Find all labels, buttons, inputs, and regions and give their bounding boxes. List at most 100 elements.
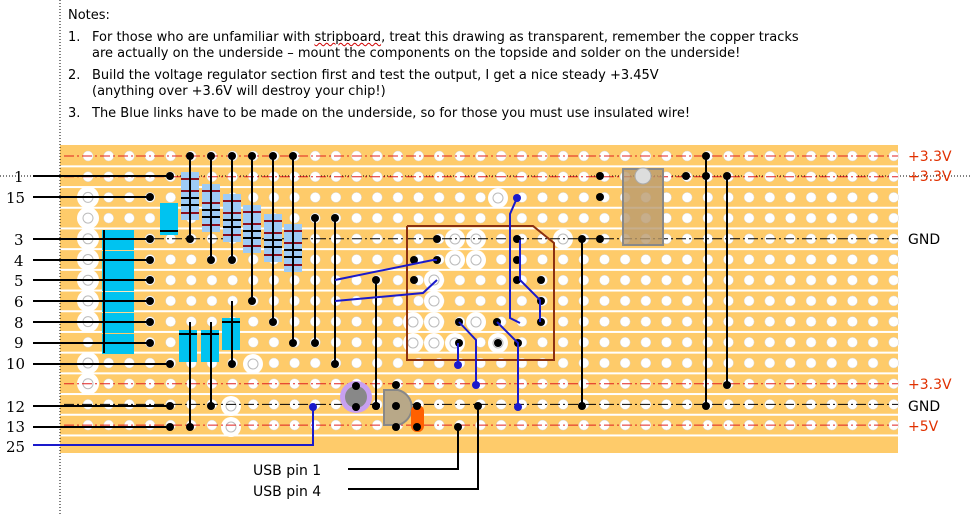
solder-joint: [146, 256, 154, 264]
underside-link: [334, 259, 437, 281]
note-text-segment: , treat this drawing as transparent, rem…: [381, 30, 799, 45]
hole: [371, 192, 383, 203]
hole: [289, 212, 300, 224]
hole: [392, 337, 404, 348]
hole: [619, 337, 631, 348]
labels: 1 15 3 4 5 6 8 9 10 12 13 25 +3.3V +3.3V…: [6, 149, 952, 500]
strip-gap: [60, 248, 898, 251]
hole: [743, 192, 755, 203]
hole: [847, 337, 858, 348]
hole: [702, 316, 714, 327]
hole: [124, 212, 135, 224]
hole: [867, 316, 879, 327]
hole: [805, 212, 817, 224]
hole: [681, 316, 693, 327]
hole: [785, 357, 796, 369]
solder-joint: [372, 276, 380, 284]
solder-joint: [146, 276, 154, 284]
hole: [289, 357, 300, 369]
rail-label: +5V: [908, 419, 939, 435]
pad: [488, 188, 508, 208]
solder-joint: [146, 297, 154, 305]
solder-joint: [596, 235, 604, 243]
usb-wire: [348, 406, 479, 490]
solder-joint: [269, 318, 277, 326]
hole: [888, 295, 899, 307]
pad: [221, 396, 241, 416]
hole: [557, 337, 569, 348]
solder-joint: [146, 339, 154, 347]
hole: [413, 192, 424, 203]
solder-joint: [413, 402, 421, 410]
hole: [826, 212, 838, 224]
hole: [371, 254, 383, 265]
note-number: 3.: [68, 106, 81, 121]
solder-joint: [578, 402, 586, 410]
hole: [413, 295, 424, 307]
hole: [371, 212, 383, 224]
hole: [743, 295, 755, 307]
hole: [785, 274, 796, 286]
pad: [445, 250, 465, 270]
hole: [619, 357, 631, 369]
hole: [454, 212, 466, 224]
pad-ring: [470, 254, 482, 266]
strip-gap: [60, 310, 898, 313]
hole: [351, 192, 362, 203]
hole: [351, 357, 362, 369]
hole: [206, 295, 218, 307]
hole: [785, 316, 796, 327]
hole: [867, 274, 879, 286]
rail-label: +3.3V: [908, 169, 952, 185]
hole: [371, 316, 383, 327]
rail-label: +3.3V: [908, 377, 952, 393]
hole: [557, 295, 569, 307]
solder-joint: [166, 172, 174, 180]
usb-wire: [348, 427, 459, 470]
hole: [351, 316, 362, 327]
solder-joint: [207, 256, 215, 264]
hole: [805, 337, 817, 348]
hole: [826, 254, 838, 265]
solder-joint: [166, 402, 174, 410]
strip-gap: [60, 186, 898, 189]
hole: [392, 316, 404, 327]
pin-label: 4: [14, 252, 24, 270]
solder-joint: [146, 193, 154, 201]
pad: [466, 250, 486, 270]
hole: [764, 316, 776, 327]
hole: [681, 337, 693, 348]
hole: [888, 357, 899, 369]
hole: [557, 254, 569, 265]
pin-label: 13: [6, 418, 25, 436]
hole: [888, 337, 899, 348]
hole: [847, 192, 858, 203]
pad: [221, 417, 241, 437]
solder-joint: [410, 276, 418, 284]
hole: [888, 316, 899, 327]
solder-joint: [474, 402, 482, 410]
hole: [805, 192, 817, 203]
hole: [723, 192, 734, 203]
hole: [640, 295, 652, 307]
hole: [516, 212, 528, 224]
hole: [847, 316, 858, 327]
hole: [619, 295, 631, 307]
hole: [805, 357, 817, 369]
hole: [785, 192, 796, 203]
underside-link: [509, 197, 521, 324]
solder-joint: [392, 381, 400, 389]
hole: [785, 337, 796, 348]
hole: [805, 274, 817, 286]
solder-joint: [269, 152, 277, 160]
hole: [743, 337, 755, 348]
hole: [867, 357, 879, 369]
hole: [661, 295, 672, 307]
hole: [495, 274, 507, 286]
note-text-segment: For those who are unfamiliar with: [92, 30, 315, 45]
ic-pin1-marker: [634, 167, 652, 185]
solder-joint: [166, 423, 174, 431]
rail-label: +3.3V: [908, 149, 952, 165]
hole: [826, 295, 838, 307]
